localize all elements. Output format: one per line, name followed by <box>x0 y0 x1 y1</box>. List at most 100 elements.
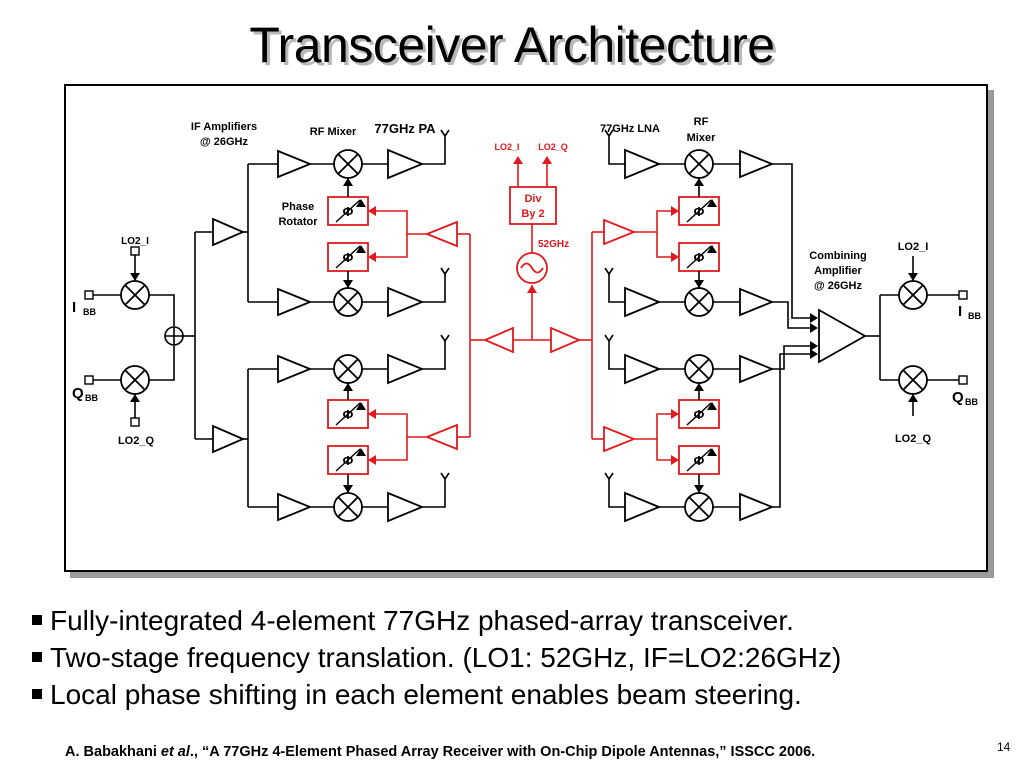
combining-input-wire <box>772 301 814 329</box>
tuning-arrow-head <box>356 448 366 456</box>
i-bb-out-subscript: BB <box>968 311 981 321</box>
q-bb-out-label: Q <box>952 389 964 406</box>
arrow-head <box>130 394 140 402</box>
arrow-head <box>343 280 353 288</box>
lo2-i-label-rx: LO2_I <box>898 241 929 253</box>
wire <box>608 154 626 165</box>
mixer-cross <box>688 153 710 175</box>
mixer-cross <box>337 291 359 313</box>
if-amplifier-tx <box>212 424 246 454</box>
combining-amplifier-label: Combining <box>809 250 866 262</box>
arrow-head <box>694 280 704 288</box>
lo2-i-port-tx <box>130 246 140 256</box>
arrow-head <box>908 394 918 402</box>
wire <box>608 359 626 370</box>
tuning-arrow-head <box>707 448 717 456</box>
wire <box>422 359 446 370</box>
arrow-head <box>130 273 140 281</box>
arrow-head <box>694 383 704 391</box>
wire <box>149 346 175 381</box>
low-noise-amplifier <box>624 286 662 318</box>
lo-distribution-wire <box>368 210 408 258</box>
tuning-arrow-head <box>356 199 366 207</box>
i-bb-label: I <box>72 299 76 316</box>
arrow-head <box>671 252 679 262</box>
bullet-item: Fully-integrated 4-element 77GHz phased-… <box>32 602 841 639</box>
tuning-arrow-head <box>707 245 717 253</box>
if-amplifiers-label: @ 26GHz <box>200 136 249 148</box>
wire <box>149 294 175 326</box>
if-amplifier-tx <box>277 492 313 522</box>
lo-distribution-wire <box>368 413 408 461</box>
lna-label: 77GHz LNA <box>600 123 660 135</box>
bullet-square-icon <box>32 651 42 662</box>
bullet-square-icon <box>32 688 42 699</box>
lo-buffer-amplifier-tx <box>424 220 458 248</box>
low-noise-amplifier <box>624 353 662 385</box>
divider-label: Div <box>524 193 542 205</box>
sine-wave-icon <box>520 262 544 274</box>
arrow-head <box>368 455 376 465</box>
lo-buffer-amplifier <box>550 326 582 354</box>
lo-buffer-amplifier-tx <box>424 423 458 451</box>
bullet-list: Fully-integrated 4-element 77GHz phased-… <box>32 602 841 713</box>
antenna-tip <box>604 334 614 343</box>
if-amplifiers-label: IF Amplifiers <box>191 121 257 133</box>
divider-label: By 2 <box>521 208 544 220</box>
tuning-arrow-head <box>707 199 717 207</box>
tuning-arrow-head <box>356 245 366 253</box>
arrow-head <box>671 409 679 419</box>
mixer-cross <box>337 153 359 175</box>
arrow-head <box>343 178 353 186</box>
bullet-item: Local phase shifting in each element ena… <box>32 676 841 713</box>
arrow-head <box>368 409 376 419</box>
wire <box>656 439 674 461</box>
antenna-tip <box>604 129 614 138</box>
arrow-head <box>542 156 552 164</box>
lo-buffer-amplifier-rx <box>603 425 637 453</box>
i-bb-port <box>84 290 94 300</box>
q-bb-port <box>84 375 94 385</box>
arrow-head <box>694 178 704 186</box>
phase-rotator-label: Phase <box>282 201 314 213</box>
wire <box>608 497 626 508</box>
arrow-head <box>671 206 679 216</box>
rf-mixer-tx-label: RF Mixer <box>310 126 357 138</box>
wire <box>608 292 626 303</box>
lo2-q-output-label: LO2_Q <box>538 142 568 152</box>
freq-52ghz-label: 52GHz <box>538 239 569 250</box>
if-amplifier-tx <box>212 217 246 247</box>
if-amplifier-rx <box>739 287 775 317</box>
wire <box>422 497 446 508</box>
arrow-head <box>671 455 679 465</box>
mixer-cross <box>688 358 710 380</box>
wire <box>634 210 674 233</box>
rf-mixer-rx-label: RF <box>694 116 709 128</box>
tuning-arrow-head <box>356 402 366 410</box>
low-noise-amplifier <box>624 491 662 523</box>
i-bb-out-label: I <box>958 303 962 320</box>
wire <box>656 232 674 258</box>
wire <box>422 292 446 303</box>
antenna-tip <box>440 267 450 276</box>
tuning-arrow <box>686 402 712 426</box>
q-bb-out-port <box>958 375 968 385</box>
antenna-tip <box>440 129 450 138</box>
arrow-head <box>908 273 918 281</box>
antenna-tip <box>604 472 614 481</box>
arrow-head <box>810 323 818 333</box>
mixer-cross <box>902 369 924 391</box>
lo2-i-label-tx: LO2_I <box>121 236 149 247</box>
arrow-head <box>694 485 704 493</box>
combining-amplifier-label: @ 26GHz <box>814 280 863 292</box>
arrow-head <box>368 252 376 262</box>
arrow-head <box>527 285 537 293</box>
arrow-head <box>810 313 818 323</box>
tuning-arrow <box>335 448 361 472</box>
lo2-i-output-label: LO2_I <box>494 142 519 152</box>
combining-amplifier <box>818 308 867 364</box>
mixer-cross <box>124 369 146 391</box>
i-bb-out-port <box>958 290 968 300</box>
power-amplifier <box>387 286 425 318</box>
if-amplifier-tx <box>277 354 313 384</box>
